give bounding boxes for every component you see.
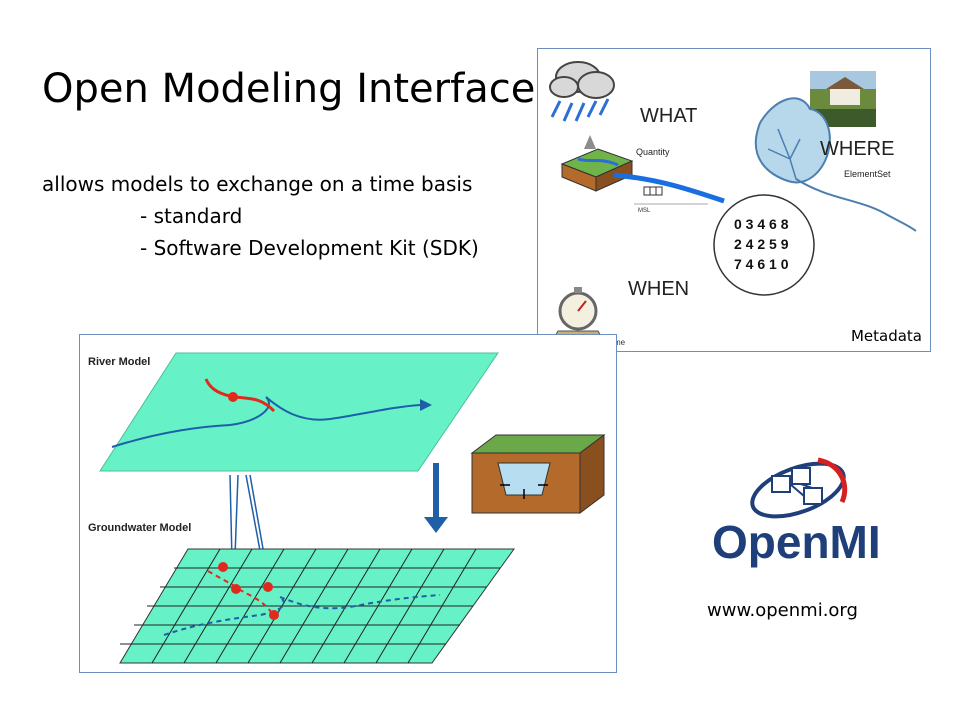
metadata-caption: Metadata <box>850 327 922 345</box>
openmi-logo-text: OpenMI <box>712 516 881 568</box>
groundwater-node-4 <box>269 610 279 620</box>
bullet-line-sdk: - Software Development Kit (SDK) <box>140 236 479 260</box>
number-row-1: 0 3 4 6 8 <box>734 216 789 232</box>
bullet-line-main: allows models to exchange on a time basi… <box>42 172 473 196</box>
openmi-logo-graphic: OpenMI <box>712 457 881 568</box>
rain-cloud-icon <box>549 61 615 122</box>
openmi-logo: OpenMI <box>708 450 908 580</box>
time-label-partial: me <box>614 338 626 347</box>
down-arrow-icon <box>424 517 448 533</box>
river-model-label: River Model <box>88 356 150 368</box>
when-label: WHEN <box>628 278 689 300</box>
number-row-3: 7 4 6 1 0 <box>734 256 789 272</box>
groundwater-node-2 <box>231 584 241 594</box>
watershed-map <box>754 97 831 184</box>
number-row-2: 2 4 2 5 9 <box>734 236 789 252</box>
msl-label: MSL <box>638 208 651 214</box>
slide-title: Open Modeling Interface <box>42 66 536 112</box>
terrain-block-icon <box>560 135 634 192</box>
stopwatch-icon <box>551 287 605 342</box>
groundwater-node-1 <box>218 562 228 572</box>
quantity-label: Quantity <box>636 147 670 157</box>
model-coupling-diagram: River Model Groundwater Model <box>79 334 617 673</box>
website-url: www.openmi.org <box>707 600 858 621</box>
river-model-plane <box>99 352 499 472</box>
what-label: WHAT <box>640 105 697 127</box>
river-channel <box>111 396 270 448</box>
river-main-stem <box>265 396 421 421</box>
model-coupling-illustration: River Model Groundwater Model <box>88 352 606 664</box>
groundwater-node-3 <box>263 582 273 592</box>
small-grid-icon <box>643 186 663 196</box>
where-label: WHERE <box>820 138 894 160</box>
metadata-diagram: WHAT Quantity MSL WHERE <box>537 48 931 352</box>
groundwater-main-trace <box>279 594 441 610</box>
bullet-list: allows models to exchange on a time basi… <box>42 168 479 264</box>
channel-cross-section <box>470 434 606 514</box>
river-flow-arrow <box>420 399 432 411</box>
groundwater-model-label: Groundwater Model <box>88 522 191 534</box>
river-node <box>228 392 238 402</box>
bullet-line-standard: - standard <box>140 204 243 228</box>
elementset-label: ElementSet <box>844 169 891 179</box>
quantity-flow-line <box>613 172 725 204</box>
groundwater-river-trace <box>163 596 285 636</box>
groundwater-coupled-trace <box>207 570 273 614</box>
number-circle <box>713 194 815 296</box>
groundwater-grid-lines <box>120 548 500 664</box>
metadata-illustration: WHAT Quantity MSL WHERE <box>549 61 917 347</box>
